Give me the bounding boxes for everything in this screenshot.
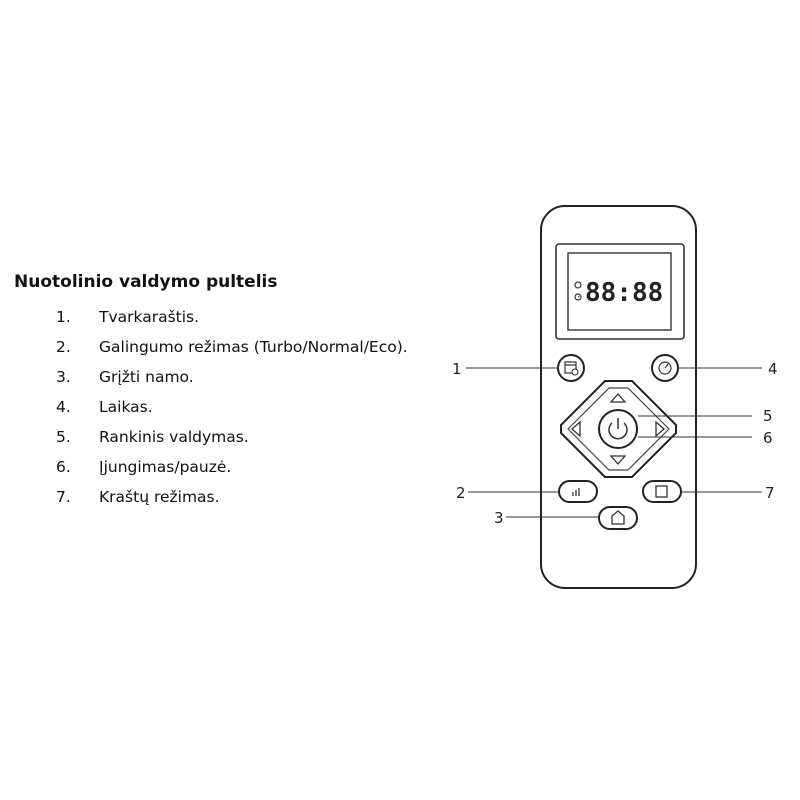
left-button[interactable]	[571, 420, 581, 438]
lcd-display: 88:88	[555, 243, 685, 340]
edge-mode-button[interactable]	[642, 480, 682, 503]
arrow-up-icon	[609, 393, 627, 403]
callout-label-4: 4	[768, 360, 778, 378]
callout-label-2: 2	[456, 484, 466, 502]
legend-item: 4. Laikas.	[14, 392, 408, 422]
legend-list: 1. Tvarkaraštis. 2. Galingumo režimas (T…	[14, 302, 408, 512]
legend-item: 2. Galingumo režimas (Turbo/Normal/Eco).	[14, 332, 408, 362]
legend-item: 1. Tvarkaraštis.	[14, 302, 408, 332]
legend-item-number: 1.	[56, 308, 71, 326]
power-mode-button[interactable]	[558, 480, 598, 503]
legend-item-number: 6.	[56, 458, 71, 476]
callout-label-1: 1	[452, 360, 462, 378]
signal-bars-icon	[572, 488, 580, 496]
legend-item-number: 7.	[56, 488, 71, 506]
legend-item-number: 5.	[56, 428, 71, 446]
legend-item-text: Grįžti namo.	[99, 368, 194, 386]
home-button[interactable]	[598, 506, 638, 530]
legend-item: 3. Grįžti namo.	[14, 362, 408, 392]
legend-item-text: Įjungimas/pauzė.	[99, 458, 232, 476]
callout-label-3: 3	[494, 509, 504, 527]
time-button[interactable]	[651, 354, 679, 382]
down-button[interactable]	[609, 455, 627, 465]
display-schedule-indicator	[574, 281, 582, 301]
up-button[interactable]	[609, 393, 627, 403]
legend-item-text: Galingumo režimas (Turbo/Normal/Eco).	[99, 338, 408, 356]
arrow-right-icon	[655, 420, 665, 438]
legend-item-number: 2.	[56, 338, 71, 356]
arrow-left-icon	[571, 420, 581, 438]
legend-item: 5. Rankinis valdymas.	[14, 422, 408, 452]
arrow-down-icon	[609, 455, 627, 465]
square-icon	[655, 485, 668, 498]
legend-item: 7. Kraštų režimas.	[14, 482, 408, 512]
legend-item: 6. Įjungimas/pauzė.	[14, 452, 408, 482]
power-pause-button[interactable]	[598, 409, 638, 449]
legend-item-number: 3.	[56, 368, 71, 386]
legend-item-text: Tvarkaraštis.	[99, 308, 200, 326]
legend-item-number: 4.	[56, 398, 71, 416]
schedule-button[interactable]	[557, 354, 585, 382]
callout-label-5: 5	[763, 407, 773, 425]
callout-label-7: 7	[765, 484, 775, 502]
legend: Nuotolinio valdymo pultelis 1. Tvarkaraš…	[14, 270, 408, 512]
legend-item-text: Kraštų režimas.	[99, 488, 220, 506]
right-button[interactable]	[655, 420, 665, 438]
callout-label-6: 6	[763, 429, 773, 447]
home-icon	[611, 510, 625, 525]
power-icon	[608, 418, 628, 440]
legend-title: Nuotolinio valdymo pultelis	[14, 272, 278, 292]
schedule-icon	[564, 361, 579, 376]
clock-icon	[658, 361, 672, 375]
callout-lines	[466, 367, 762, 518]
display-digits: 88:88	[585, 278, 663, 308]
legend-item-text: Rankinis valdymas.	[99, 428, 249, 446]
manual-control-dpad	[560, 380, 677, 478]
legend-item-text: Laikas.	[99, 398, 153, 416]
